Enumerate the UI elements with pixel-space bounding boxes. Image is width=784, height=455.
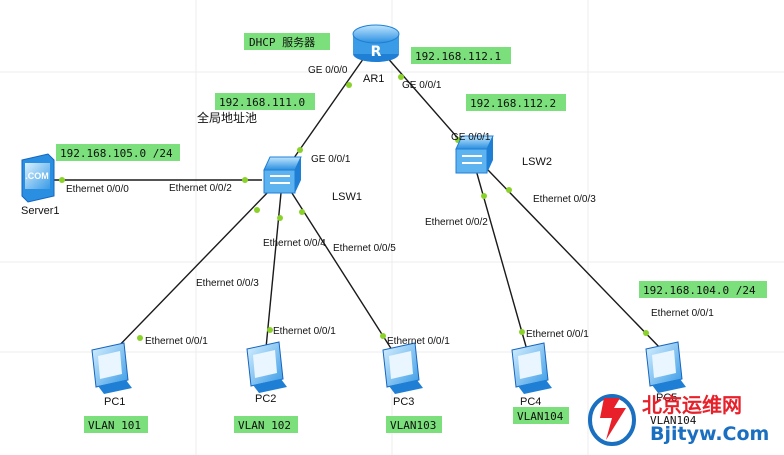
device-label: PC2 <box>255 393 276 405</box>
port-label: Ethernet 0/0/2 <box>425 217 488 228</box>
port-dot <box>297 147 303 153</box>
port-label: GE 0/0/0 <box>308 65 348 76</box>
vlan-tag-101: VLAN 101 <box>84 416 148 433</box>
server-icon: .COM <box>21 153 55 203</box>
pc-pc1[interactable]: PC1 <box>91 342 132 408</box>
ip-tag-112-2: 192.168.112.2 <box>466 94 566 111</box>
svg-text:192.168.112.2: 192.168.112.2 <box>470 97 556 110</box>
svg-text:VLAN104: VLAN104 <box>517 410 564 423</box>
device-label: PC4 <box>520 396 541 408</box>
port-dot <box>380 333 386 339</box>
pc-pc2[interactable]: PC2 <box>246 341 287 405</box>
pc-icon <box>91 342 132 394</box>
annotation-tags: DHCP 服务器 192.168.112.1 192.168.112.2 192… <box>56 33 767 433</box>
link-ar1-lsw1[interactable] <box>281 54 367 176</box>
svg-text:192.168.112.1: 192.168.112.1 <box>415 50 501 63</box>
ip-tag-104-0: 192.168.104.0 /24 <box>639 281 767 298</box>
port-label: Ethernet 0/0/1 <box>273 326 336 337</box>
port-dot <box>346 82 352 88</box>
ip-tag-105-0: 192.168.105.0 /24 <box>56 144 180 161</box>
router-ar1[interactable]: R AR1 <box>352 24 400 85</box>
port-dot <box>506 187 512 193</box>
svg-text:.COM: .COM <box>25 171 49 181</box>
port-dots <box>59 74 649 341</box>
svg-text:VLAN 101: VLAN 101 <box>88 419 141 432</box>
switch-icon <box>263 156 302 194</box>
svg-text:192.168.104.0 /24: 192.168.104.0 /24 <box>643 284 756 297</box>
switch-lsw2[interactable]: LSW2 <box>455 135 552 174</box>
port-dot <box>398 74 404 80</box>
port-dot <box>59 177 65 183</box>
vlan-tag-104: VLAN104 <box>513 407 569 424</box>
port-dot <box>254 207 260 213</box>
svg-text:VLAN103: VLAN103 <box>390 419 436 432</box>
port-dot <box>137 335 143 341</box>
device-label: LSW1 <box>332 191 362 203</box>
pc-pc4[interactable]: PC4 <box>511 342 552 408</box>
dhcp-server-tag: DHCP 服务器 <box>244 33 330 50</box>
switch-lsw1[interactable]: LSW1 <box>263 156 362 203</box>
device-label: AR1 <box>363 73 384 85</box>
server-server1[interactable]: .COM Server1 <box>21 153 60 217</box>
watermark-logo-icon <box>588 394 636 446</box>
port-label: Ethernet 0/0/1 <box>387 336 450 347</box>
svg-text:VLAN 102: VLAN 102 <box>238 419 291 432</box>
link-lsw2-pc4[interactable] <box>475 169 528 351</box>
device-label: Server1 <box>21 205 60 217</box>
port-label: Ethernet 0/0/5 <box>333 243 396 254</box>
port-dot <box>481 193 487 199</box>
port-label: GE 0/0/1 <box>311 154 351 165</box>
port-dot <box>242 177 248 183</box>
port-labels: GE 0/0/0 GE 0/0/1 GE 0/0/1 GE 0/0/1 Ethe… <box>66 65 714 347</box>
port-dot <box>277 215 283 221</box>
ip-tag-112-1: 192.168.112.1 <box>411 47 511 64</box>
port-label: Ethernet 0/0/1 <box>651 308 714 319</box>
link-ar1-lsw2[interactable] <box>384 54 471 153</box>
port-label: Ethernet 0/0/3 <box>533 194 596 205</box>
pc-icon <box>246 341 287 393</box>
link-lsw1-pc1[interactable] <box>111 189 271 354</box>
vlan-tag-103: VLAN103 <box>386 416 442 433</box>
pc-icon <box>382 342 423 394</box>
port-label: Ethernet 0/0/3 <box>196 278 259 289</box>
port-label: Ethernet 0/0/1 <box>526 329 589 340</box>
device-label: PC5 <box>656 392 677 404</box>
switch-icon <box>455 135 494 174</box>
svg-text:R: R <box>371 44 382 60</box>
port-dot <box>643 330 649 336</box>
port-label: Ethernet 0/0/4 <box>263 238 326 249</box>
port-label: Ethernet 0/0/2 <box>169 183 232 194</box>
port-dot <box>519 329 525 335</box>
port-label: Ethernet 0/0/1 <box>145 336 208 347</box>
vlan-label-pc5: VLAN104 <box>650 414 697 427</box>
vlan-tag-102: VLAN 102 <box>234 416 298 433</box>
pc-pc3[interactable]: PC3 <box>382 342 423 408</box>
global-pool-note: 全局地址池 <box>197 110 257 125</box>
port-dot <box>267 327 273 333</box>
watermark: 北京运维网 Bjityw.Com <box>588 393 769 446</box>
svg-text:DHCP 服务器: DHCP 服务器 <box>249 36 315 49</box>
router-icon: R <box>352 24 400 62</box>
ip-tag-111-0: 192.168.111.0 <box>215 93 315 110</box>
device-label: PC1 <box>104 396 125 408</box>
port-label: GE 0/0/1 <box>402 80 442 91</box>
pc-pc5[interactable]: PC5 <box>645 341 686 404</box>
port-dot <box>299 209 305 215</box>
device-label: LSW2 <box>522 156 552 168</box>
port-label: GE 0/0/1 <box>451 132 491 143</box>
svg-text:192.168.105.0 /24: 192.168.105.0 /24 <box>60 147 173 160</box>
pc-icon <box>645 341 686 393</box>
svg-text:192.168.111.0: 192.168.111.0 <box>219 96 305 109</box>
watermark-en: Bjityw.Com <box>650 423 769 445</box>
link-lsw2-pc5[interactable] <box>487 169 663 351</box>
device-label: PC3 <box>393 396 414 408</box>
watermark-cn: 北京运维网 <box>642 393 742 417</box>
port-label: Ethernet 0/0/0 <box>66 184 129 195</box>
link-lsw1-pc3[interactable] <box>289 189 393 351</box>
pc-icon <box>511 342 552 394</box>
